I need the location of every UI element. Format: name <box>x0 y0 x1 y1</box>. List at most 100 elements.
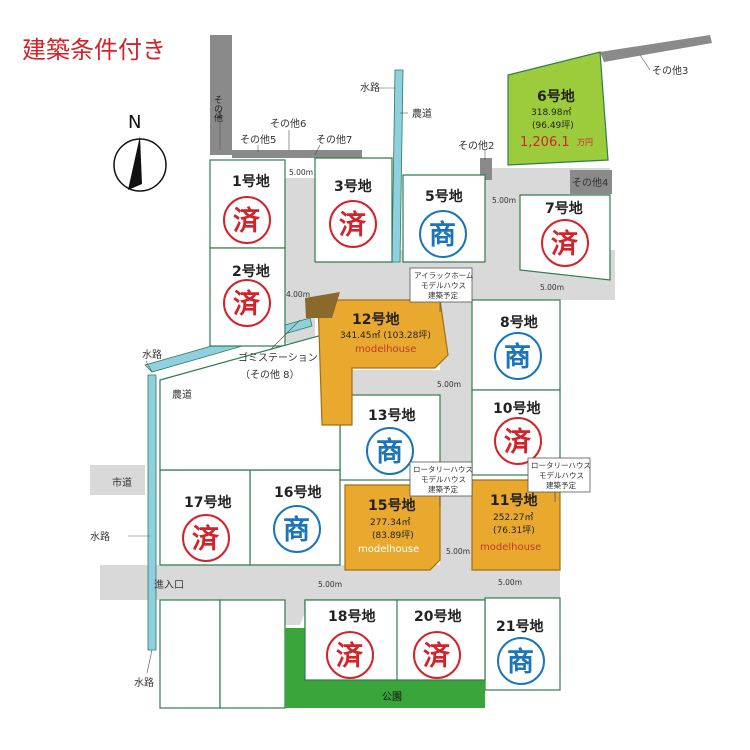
model-lots <box>317 299 561 571</box>
other1-strip <box>210 35 232 155</box>
svg-text:商: 商 <box>283 515 310 546</box>
lot-10-stamp: 済 <box>494 417 542 465</box>
callout-15: ロータリーハウス モデルハウス 建築予定 <box>409 461 473 506</box>
lot-21-stamp: 商 <box>497 637 545 685</box>
park-label: 公園 <box>382 691 402 703</box>
svg-text:5.00m: 5.00m <box>446 547 470 556</box>
lot-21-name: 21号地 <box>496 618 543 635</box>
lot-7-name: 7号地 <box>545 200 583 217</box>
lot-7-stamp: 済 <box>541 219 589 267</box>
lot-16-stamp: 商 <box>273 505 321 553</box>
lot-left-a <box>159 599 221 709</box>
garbage-label: ゴミステーション <box>238 351 318 364</box>
callout-11: ロータリーハウス モデルハウス 建築予定 <box>527 457 591 502</box>
lot-15-name: 15号地 <box>368 497 415 514</box>
lot-12-tag: modelhouse <box>355 344 416 355</box>
lot-16-name: 16号地 <box>274 484 321 501</box>
svg-text:建築予定: 建築予定 <box>428 290 458 300</box>
garbage-sub-label: （その他 8） <box>240 368 300 381</box>
other3-label: その他3 <box>652 64 688 77</box>
svg-text:アイラックホーム: アイラックホーム <box>414 271 473 280</box>
svg-text:商: 商 <box>376 437 403 468</box>
other5-label: その他5 <box>240 133 276 146</box>
lot-15-area: 277.34㎡ <box>370 517 411 528</box>
lot-12-area: 341.45㎡ (103.28坪) <box>340 330 431 341</box>
svg-text:5.00m: 5.00m <box>540 283 564 292</box>
lot-6-tsubo: (96.49坪) <box>532 120 574 131</box>
svg-text:5.00m: 5.00m <box>289 168 313 177</box>
lot-2-name: 2号地 <box>232 263 270 280</box>
lot-3-name: 3号地 <box>334 178 372 195</box>
svg-text:ロータリーハウス: ロータリーハウス <box>413 465 473 474</box>
stamps: 済 済 済 商 済 商 済 商 商 済 済 済 商 <box>182 196 589 685</box>
callout-12: アイラックホーム モデルハウス 建築予定 <box>409 267 473 312</box>
lot-10-name: 10号地 <box>493 400 540 417</box>
svg-text:ロータリーハウス: ロータリーハウス <box>531 461 591 470</box>
entrance-label: 進入口 <box>154 579 184 591</box>
svg-text:商: 商 <box>504 342 531 373</box>
lot-11-tag: modelhouse <box>480 542 541 553</box>
lot-names: 1号地 2号地 3号地 5号地 6号地 7号地 8号地 10号地 11号地 12… <box>184 88 583 635</box>
lot-17-name: 17号地 <box>184 494 231 511</box>
lot-6-price-unit: 万円 <box>577 138 593 147</box>
svg-text:5.00m: 5.00m <box>318 580 342 589</box>
svg-text:済: 済 <box>233 205 261 237</box>
lot-large-left <box>159 329 341 471</box>
lot-1-name: 1号地 <box>232 173 270 190</box>
other3-strip <box>600 35 712 62</box>
svg-text:済: 済 <box>336 640 364 672</box>
svg-text:済: 済 <box>339 209 367 241</box>
city-road-label: 市道 <box>112 476 132 489</box>
lot-left-b <box>219 599 286 709</box>
waterway-top-label: 水路 <box>360 81 380 94</box>
other4-label: その他4 <box>572 176 608 189</box>
lot-12-shape <box>317 299 449 426</box>
lot-6-shape[interactable] <box>507 51 609 166</box>
svg-text:モデルハウス: モデルハウス <box>421 280 466 290</box>
svg-text:建築予定: 建築予定 <box>546 480 576 490</box>
page-title: 建築条件付き <box>22 36 166 64</box>
svg-text:5.00m: 5.00m <box>498 578 522 587</box>
other7-label: その他7 <box>316 133 352 146</box>
lot-20-stamp: 済 <box>413 631 461 679</box>
svg-text:商: 商 <box>507 647 534 678</box>
svg-text:建築予定: 建築予定 <box>428 484 458 494</box>
other6-label: その他6 <box>270 117 306 130</box>
lot-11-tsubo: (76.31坪) <box>493 525 535 536</box>
lot-5-stamp: 商 <box>419 210 467 258</box>
lot-5-name: 5号地 <box>425 188 463 205</box>
waterway-mid-label: 水路 <box>90 530 110 543</box>
other-strips <box>210 35 712 194</box>
svg-text:済: 済 <box>423 640 451 672</box>
lot-2-stamp: 済 <box>223 279 271 327</box>
svg-text:済: 済 <box>504 426 532 458</box>
lot-15-tag: modelhouse <box>358 544 419 555</box>
lot-6-price: 1,206.1 <box>520 135 570 150</box>
svg-text:モデルハウス: モデルハウス <box>421 474 466 484</box>
lot-11-area: 252.27㎡ <box>493 512 534 523</box>
lot-1-stamp: 済 <box>223 196 271 244</box>
waterway-bottom-label: 水路 <box>134 676 154 689</box>
lot-12-name: 12号地 <box>352 311 399 328</box>
lot-18-stamp: 済 <box>326 631 374 679</box>
other1-label-a: その他 <box>212 95 223 123</box>
lot-8-stamp: 商 <box>494 332 542 380</box>
other1-label-b: 1 <box>217 111 223 121</box>
svg-text:モデルハウス: モデルハウス <box>539 470 584 480</box>
svg-text:商: 商 <box>429 220 456 251</box>
farm-road-top-label: 農道 <box>412 107 432 120</box>
lot-8-name: 8号地 <box>500 314 538 331</box>
garbage-station <box>305 292 340 318</box>
lot-6-area: 318.98㎡ <box>531 107 572 118</box>
leader-lines <box>128 54 651 674</box>
lot-6-name: 6号地 <box>537 88 575 105</box>
lot-20-name: 20号地 <box>414 608 461 625</box>
lot-3-stamp: 済 <box>329 200 377 248</box>
lot-15-tsubo: (83.89坪) <box>372 530 414 541</box>
farm-road-left-label: 農道 <box>172 388 192 401</box>
svg-text:4.00m: 4.00m <box>286 290 310 299</box>
lot-17-stamp: 済 <box>182 514 230 562</box>
north-letter: N <box>128 112 141 133</box>
lot-11-name: 11号地 <box>490 492 537 509</box>
